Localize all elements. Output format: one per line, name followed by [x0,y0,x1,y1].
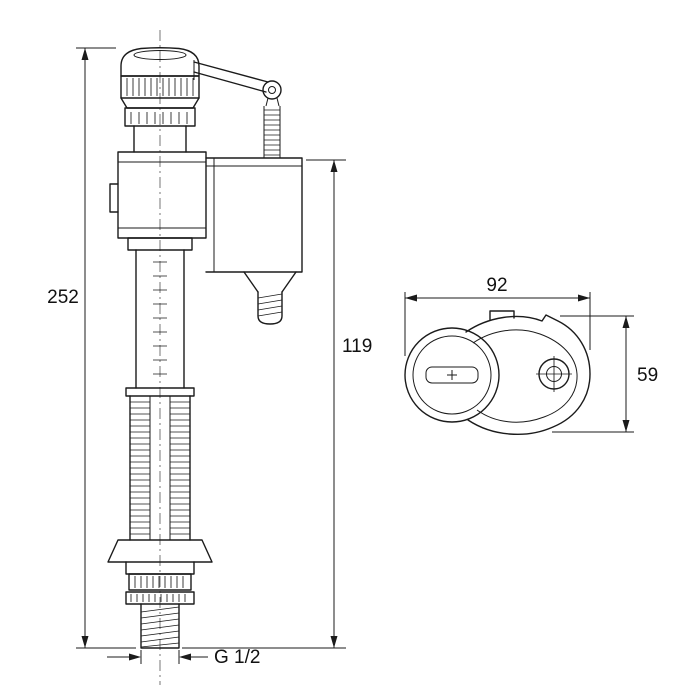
dim-59-arrows [622,316,630,432]
washer-knurl [130,594,186,602]
dimension-thread-size: G 1/2 [107,647,260,668]
dim-252-extensions [76,47,136,649]
float-cup [205,157,303,273]
clamp-boss-crosshair [536,356,572,392]
dimension-valve-body-height: 119 [182,159,372,649]
lever-pivot-pin [268,86,276,94]
valve-neck [133,125,187,153]
cup-cone [243,271,297,293]
spring-coils-left [130,401,150,535]
dim-label-overall-height: 252 [47,287,79,308]
cup-tip-thread [257,293,283,317]
lock-ring [124,107,196,127]
clamp-outer [465,314,591,436]
dim-119-extensions [182,159,346,649]
lever-pivot [262,80,282,100]
riser-tube-ticks [153,261,167,375]
side-view [107,30,303,685]
top-center-cross [447,370,457,380]
dim-label-thread-size: G 1/2 [214,647,260,668]
cap-dome [120,47,200,77]
dimension-top-depth: 59 [552,315,658,433]
lever-arm [193,61,269,93]
cap-dome-top-line [133,50,187,60]
spring-coils-right [170,401,190,535]
dim-59-extensions [552,315,634,433]
locknut [128,573,192,591]
cap-ribs [126,78,194,96]
spring-cap [125,387,195,397]
dim-92-extensions [404,292,591,356]
inlet-shank [140,603,180,649]
clamp-top-tab [489,310,515,321]
dim-label-top-width: 92 [486,275,507,296]
valve-body [117,151,207,239]
valve-body-lines [118,161,206,229]
inlet-shank-thread [140,606,180,648]
lock-ring-ticks [130,112,188,124]
dimension-overall-height: 252 [47,47,136,649]
dim-label-valve-body-height: 119 [342,336,372,357]
adjust-rod-thread [264,109,280,156]
washer [125,591,195,605]
clamp-inner [472,329,578,423]
rod-link [265,97,280,107]
dimension-top-width: 92 [404,275,591,356]
top-view [404,310,591,436]
top-inner-circle [412,335,492,415]
riser-tube [135,249,185,389]
top-slot [425,366,479,384]
tube-flange [127,237,193,251]
locknut-knurl [134,576,184,588]
dim-label-top-depth: 59 [637,365,658,386]
base-flange [107,539,213,563]
cup-tip [257,291,283,325]
top-outer-circle [404,327,500,423]
body-side-tab [109,183,119,213]
